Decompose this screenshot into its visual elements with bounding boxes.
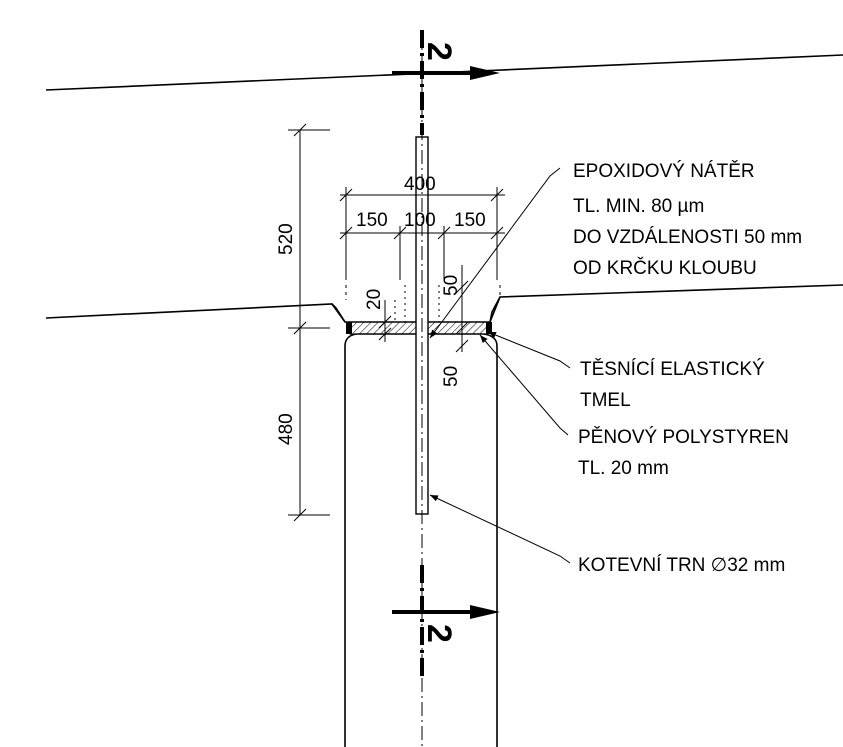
dim-upper-height: 520 [276, 223, 297, 255]
tick-part-1 [339, 226, 353, 240]
note-dowel-line-1: KOTEVNÍ TRN ∅32 mm [578, 555, 785, 576]
note-foam-line-2: TL. 20 mm [578, 458, 669, 479]
dim-center: 100 [404, 210, 436, 231]
section-arrow-head-bottom [470, 605, 500, 619]
dim-gap: 20 [364, 289, 385, 310]
dim-epoxy-down: 50 [441, 366, 462, 387]
leaders [429, 167, 571, 564]
dim-total-width: 400 [404, 174, 436, 195]
leader-dowel [429, 494, 571, 564]
sealant-left [346, 322, 352, 334]
tick-epoxy-3 [455, 339, 469, 353]
section-number-bottom: 2 [420, 624, 458, 643]
right-slab-surface [489, 284, 843, 323]
horizontal-dimensions: 400 150 100 150 [339, 174, 505, 280]
note-foam: PĚNOVÝ POLYSTYREN TL. 20 mm [578, 426, 789, 479]
tick-part-3 [437, 226, 451, 240]
leader-sealant [487, 331, 571, 369]
tick-total-left [339, 188, 353, 202]
tick-part-2 [393, 226, 407, 240]
note-dowel: KOTEVNÍ TRN ∅32 mm [578, 555, 785, 576]
tick-mid [293, 321, 307, 335]
leader-foam [479, 334, 569, 436]
vertical-dimension: 520 480 [276, 123, 330, 522]
section-mark-top: 2 [392, 30, 500, 135]
tick-gap-2 [378, 327, 392, 341]
dim-lower-height: 480 [276, 413, 297, 445]
section-number-top: 2 [420, 42, 458, 61]
section-mark-bottom: 2 [392, 565, 500, 680]
tick-epoxy-2 [455, 321, 469, 335]
note-sealant-line-2: TMEL [580, 390, 631, 411]
local-dimensions: 20 50 50 [364, 265, 469, 387]
note-epoxy-line-3: DO VZDÁLENOSTI 50 mm [573, 227, 802, 248]
sealant-right [486, 322, 492, 334]
tick-part-4 [490, 226, 504, 240]
note-epoxy-line-2: TL. MIN. 80 µm [573, 196, 704, 217]
tick-gap-1 [378, 315, 392, 329]
note-sealant-line-1: TĚSNÍCÍ ELASTICKÝ [580, 358, 765, 380]
note-epoxy-line-4: OD KRČKU KLOUBU [573, 257, 757, 279]
dim-side-right: 150 [454, 210, 486, 231]
leader-epoxy [429, 167, 561, 339]
note-sealant: TĚSNÍCÍ ELASTICKÝ TMEL [580, 358, 765, 411]
section-arrow-head-top [470, 66, 500, 80]
note-foam-line-1: PĚNOVÝ POLYSTYREN [578, 426, 789, 448]
tick-epoxy-1 [455, 280, 469, 294]
note-epoxy: EPOXIDOVÝ NÁTĚR TL. MIN. 80 µm DO VZDÁLE… [573, 160, 802, 279]
tick-total-right [490, 188, 504, 202]
dim-side-left: 150 [356, 210, 388, 231]
dim-epoxy-up: 50 [441, 275, 462, 296]
tick-bottom [293, 508, 307, 522]
tick-top [293, 123, 307, 137]
note-epoxy-line-1: EPOXIDOVÝ NÁTĚR [573, 160, 755, 182]
